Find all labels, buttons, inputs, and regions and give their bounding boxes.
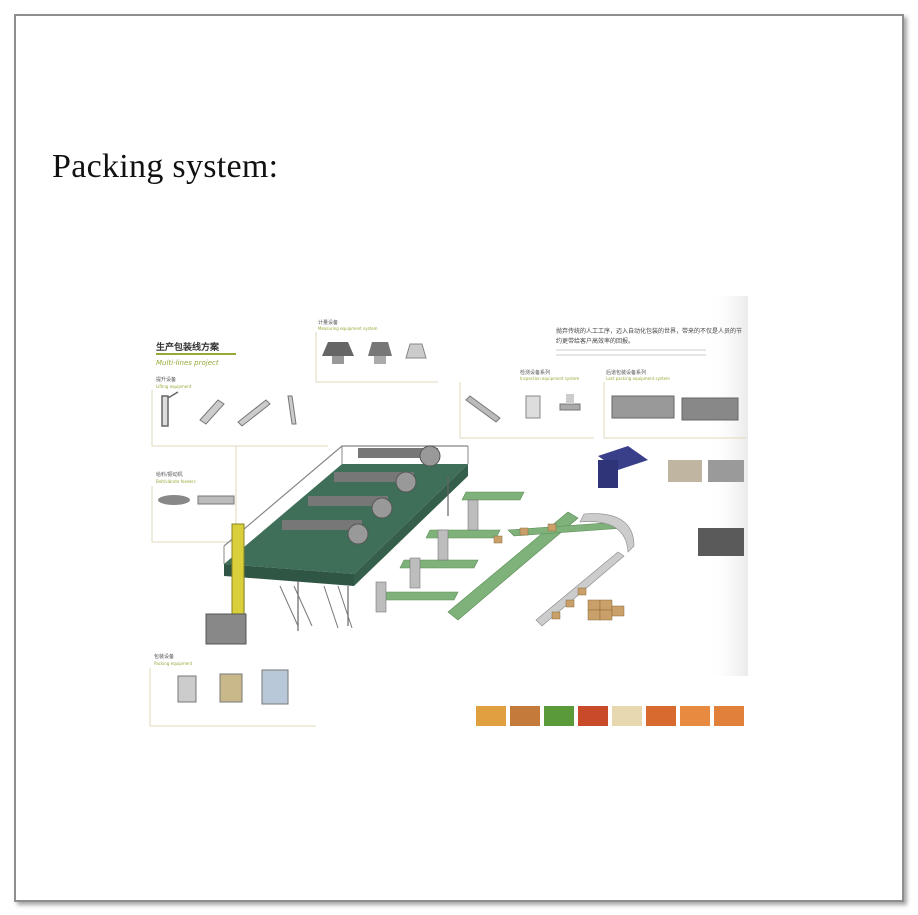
platform-side [354,464,468,586]
case-machines [611,395,739,421]
last-packing-bracket [603,382,746,439]
page-title: Packing system: [52,148,279,185]
packing-en: Packing equipment [154,661,193,666]
feeding-en: Belt/vibrate feeders [156,479,196,484]
platform-front [224,564,354,586]
inspection-cn: 检测设备系列 [520,369,550,376]
intro-cn-line1: 抛弃传统的人工工序，迈入自动化包装的世界，带来的不仅是人员的节 [556,327,742,335]
header-cn: 生产包装线方案 [156,341,220,353]
product-photos [668,460,744,556]
measuring-bracket [315,332,438,383]
lifting-en: Lifting equipment [156,384,192,389]
intro-cn-line2: 约更带给客户高效率的回报。 [556,337,634,345]
last-packing-cn: 后道包装设备系列 [606,369,646,376]
platform-weighers [282,445,441,545]
product-swatches [476,706,744,726]
intro-en-line-2 [556,354,706,356]
platform-stairs [279,585,353,629]
intro-en-line [556,349,706,351]
feeding-cn: 给料/振动机 [156,471,183,478]
feeding-bracket [151,446,237,543]
packing-cn: 包装设备 [154,653,174,660]
last-packing-en: Last packing equipment system [606,376,670,381]
feeder-machines [158,495,235,505]
weigher-machines [322,342,427,364]
packing-line-figure: 生产包装线方案 Multi-lines project 提升设备 Lifting… [148,296,748,728]
page-curl-shade [708,296,748,676]
case-packer-body [598,460,618,488]
measuring-en: Measuring equipment system [318,326,378,331]
inspection-machines [465,394,581,423]
bucket-elevator [231,523,245,615]
packing-bracket [149,668,316,727]
inspection-en: Inspection equipment system [520,376,579,381]
floor-packers [375,499,479,613]
cartons [493,523,625,621]
inspection-bracket [459,382,594,439]
measuring-cn: 计量设备 [318,319,338,326]
vffs-machines [177,669,289,705]
header-en: Multi-lines project [156,359,219,367]
lifting-machines [161,391,297,427]
lifting-cn: 提升设备 [156,376,176,383]
feeder-hopper [205,613,247,645]
lifting-bracket [151,390,328,447]
header-underline [156,353,236,355]
packing-line-illustration: 生产包装线方案 Multi-lines project 提升设备 Lifting… [149,296,748,727]
curve-conveyor [579,513,635,553]
